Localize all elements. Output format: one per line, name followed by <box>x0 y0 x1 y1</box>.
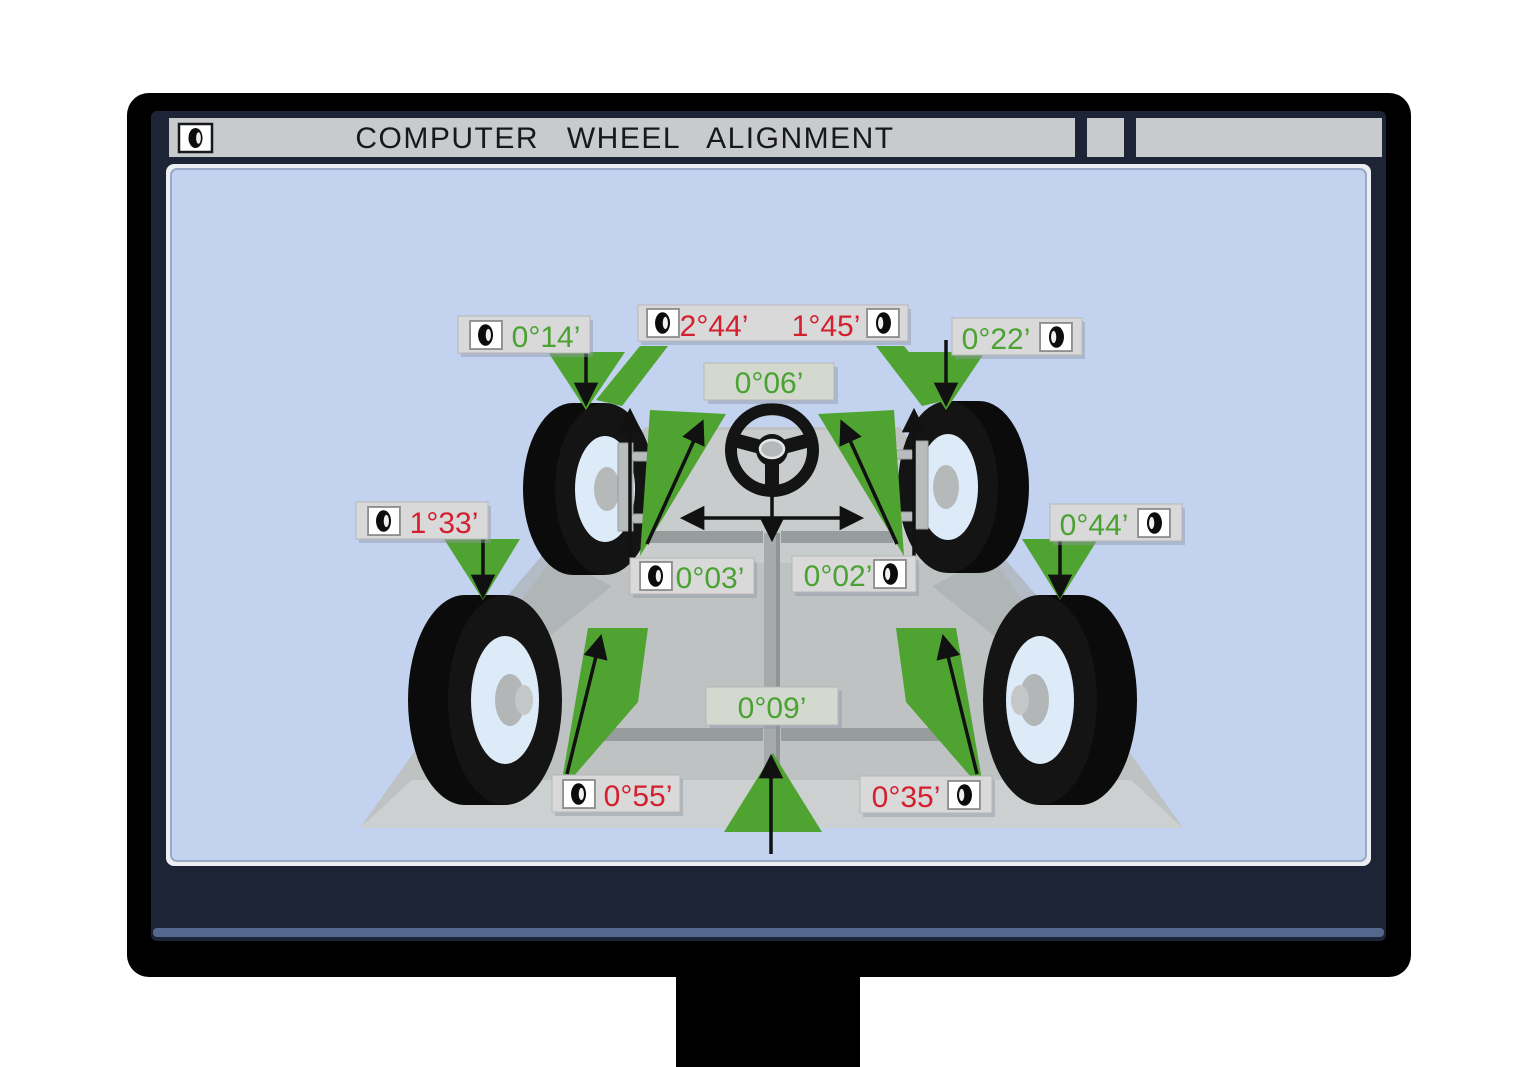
hub-rear-left <box>495 674 525 726</box>
label-right-caster: 0°44’ <box>1049 503 1185 545</box>
toe-wedge-rear-right <box>896 628 984 792</box>
tire-icon <box>866 308 900 338</box>
rear-axle-right <box>781 728 948 741</box>
rear-axle-left <box>592 728 763 741</box>
label-front-center-toe: 0°06’ <box>703 362 838 404</box>
tire-icon <box>947 780 981 810</box>
title-bar: COMPUTER WHEEL ALIGNMENT <box>169 118 1382 157</box>
front-axle-right <box>781 531 893 543</box>
arrow-toe-rear-left <box>565 634 608 775</box>
label-rear-left-toe: 0°03’ <box>629 557 757 598</box>
wheel-front-left <box>523 403 655 575</box>
title-bar-right-strip <box>1136 118 1382 157</box>
tire-icon <box>562 779 596 809</box>
window-title: COMPUTER WHEEL ALIGNMENT <box>355 122 894 155</box>
arrow-toe-front-left <box>645 419 705 545</box>
wheel-rear-right <box>983 595 1137 805</box>
label-front-right-camber: 0°22’ <box>951 317 1085 359</box>
value-rear-right-camber: 0°35’ <box>872 781 941 814</box>
hub-rear-right <box>1019 674 1049 726</box>
value-front-left-camber: 0°14’ <box>512 321 581 354</box>
screen-bottom-edge <box>153 928 1384 937</box>
label-rear-right-toe: 0°02’ <box>791 555 919 596</box>
value-front-center-toe: 0°06’ <box>735 367 804 400</box>
wheel-front-right <box>894 401 1029 573</box>
value-rear-left-toe: 0°03’ <box>676 562 745 595</box>
tire-icon <box>1137 508 1171 538</box>
value-front-right-camber: 0°22’ <box>962 323 1031 356</box>
title-bar-button[interactable] <box>1087 118 1124 157</box>
value-rear-right-toe: 0°02’ <box>804 560 873 593</box>
thrust-indicator <box>724 753 822 832</box>
toe-strip-front-right <box>876 346 948 406</box>
center-cross-arrows <box>679 495 865 543</box>
arrow-toe-front-right <box>839 419 899 545</box>
title-bar-strip <box>169 118 1075 157</box>
tire-icon <box>1039 322 1073 352</box>
label-front-toe: 2°44’ 1°45’ <box>637 304 911 345</box>
value-front-toe-right: 1°45’ <box>792 310 861 343</box>
tire-icon <box>177 122 214 154</box>
value-thrust-angle: 0°09’ <box>738 692 807 725</box>
tire-icon <box>873 559 907 589</box>
label-rear-left-camber: 0°55’ <box>551 774 683 816</box>
tire-icon <box>469 320 503 350</box>
label-front-left-camber: 0°14’ <box>457 315 593 357</box>
tire-icon <box>367 506 401 536</box>
label-rear-right-camber: 0°35’ <box>859 775 995 817</box>
value-right-caster: 0°44’ <box>1060 509 1129 542</box>
toe-wedge-rear-left <box>560 628 648 792</box>
label-thrust-angle: 0°09’ <box>705 686 842 729</box>
indicator-arrows <box>470 340 1073 854</box>
tire-icon <box>639 561 673 591</box>
hub-cap-rear-left <box>515 685 533 715</box>
value-left-caster: 1°33’ <box>410 507 479 540</box>
arrow-toe-rear-right <box>936 634 979 775</box>
center-line-shade <box>776 533 780 832</box>
value-front-toe-left: 2°44’ <box>680 310 749 343</box>
steering-wheel <box>725 403 819 497</box>
monitor-stand <box>676 970 860 1067</box>
label-left-caster: 1°33’ <box>355 501 491 543</box>
hub-cap-rear-right <box>1011 685 1029 715</box>
value-rear-left-camber: 0°55’ <box>604 780 673 813</box>
wheel-rear-left <box>408 595 562 805</box>
toe-strip-front-left <box>596 346 668 406</box>
tire-icon <box>646 308 680 338</box>
front-axle-left <box>648 531 763 543</box>
